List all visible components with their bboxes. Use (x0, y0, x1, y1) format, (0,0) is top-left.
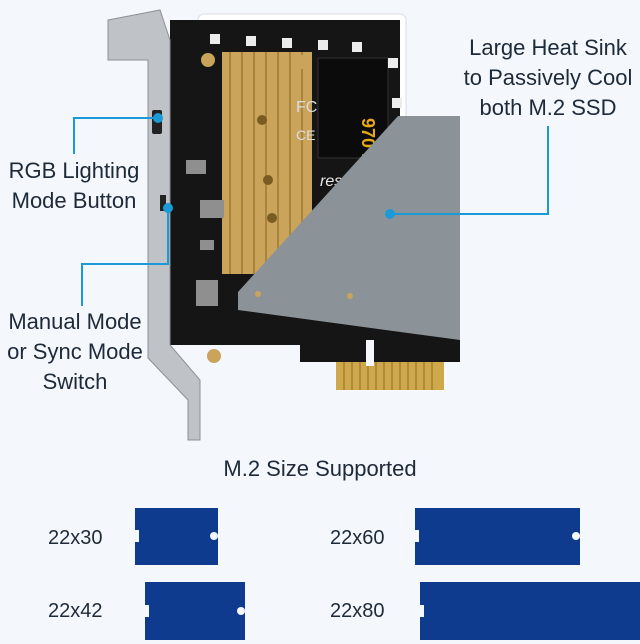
mount-hole (267, 213, 277, 223)
callout-dot (153, 113, 163, 123)
screw (255, 291, 261, 297)
grey-heatsink (238, 116, 460, 340)
mount-hole (263, 175, 273, 185)
mode-switch (160, 195, 166, 211)
screw (347, 293, 353, 299)
sizes-title: M.2 Size Supported (223, 456, 417, 481)
rgb-callout: RGB Lighting Mode Button (0, 156, 148, 216)
switch-callout: Manual Mode or Sync Mode Switch (0, 307, 150, 397)
ssd-icon-22x30 (135, 508, 218, 565)
ce-mark: CE (296, 127, 315, 143)
rgb-callout-line1: RGB Lighting (8, 158, 140, 183)
callout-dot (163, 203, 173, 213)
heatsink-callout-line2: to Passively Cool (463, 65, 633, 90)
size-label-22x30: 22x30 (48, 527, 103, 549)
mount-hole (207, 349, 221, 363)
metal-bracket (107, 9, 201, 441)
heatsink-callout: Large Heat Sink to Passively Cool both M… (458, 33, 638, 123)
mount-hole (295, 55, 309, 69)
callout-lines (73, 117, 549, 306)
size-label-22x60: 22x60 (330, 527, 385, 549)
callout-dot (385, 209, 395, 219)
switch-callout-line3: Switch (42, 369, 108, 394)
mount-hole (257, 115, 267, 125)
pcb-lower (300, 345, 460, 362)
pcie-connector (336, 362, 444, 390)
heatsink-callout-line1: Large Heat Sink (469, 35, 627, 60)
rgb-leds (210, 34, 402, 108)
components (186, 160, 224, 306)
heatsink-callout-line3: both M.2 SSD (479, 95, 617, 120)
switch-callout-line2: or Sync Mode (7, 339, 143, 364)
switch-callout-line1: Manual Mode (8, 309, 142, 334)
ssd-icon-22x42 (145, 582, 245, 640)
size-label-22x42: 22x42 (48, 600, 103, 622)
size-label-22x80: 22x80 (330, 600, 385, 622)
ssd-icon-22x80 (420, 582, 640, 640)
mount-hole (201, 53, 215, 67)
fcc-mark: FC (296, 99, 317, 116)
connector-notch (366, 340, 374, 366)
rgb-callout-line2: Mode Button (11, 188, 137, 213)
ssd-icon-22x60 (415, 508, 580, 565)
ssd-size-icons (135, 508, 640, 640)
